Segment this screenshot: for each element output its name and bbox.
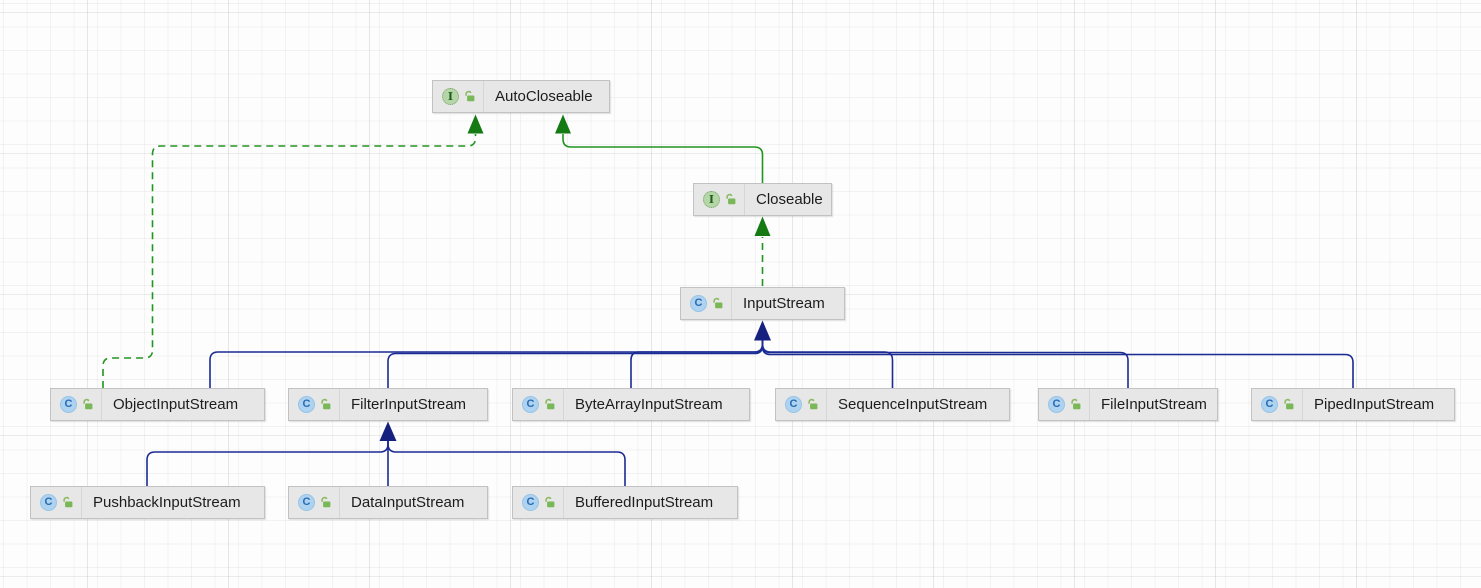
diagram-node-datainputstream[interactable]: C DataInputStream <box>288 486 488 519</box>
node-label: SequenceInputStream <box>838 396 988 413</box>
edge-fileinputstream-inputstream <box>761 340 1129 388</box>
node-icons: C <box>289 389 340 420</box>
class-icon: C <box>298 494 315 511</box>
class-icon: C <box>298 396 315 413</box>
class-icon: C <box>1048 396 1065 413</box>
class-icon: C <box>785 396 802 413</box>
node-icons: I <box>694 184 745 215</box>
class-icon: C <box>690 295 707 312</box>
class-icon: C <box>522 396 539 413</box>
edge-pipedinputstream-inputstream <box>761 340 1354 388</box>
edge-closeable-autocloseable <box>562 134 764 183</box>
node-label: ObjectInputStream <box>113 396 239 413</box>
edge-filterinputstream-inputstream <box>387 340 764 388</box>
node-icons: C <box>289 487 340 518</box>
unlocked-padlock-icon <box>319 496 332 509</box>
class-icon: C <box>60 396 77 413</box>
unlocked-padlock-icon <box>711 297 724 310</box>
node-icons: C <box>681 288 732 319</box>
diagram-node-filterinputstream[interactable]: C FilterInputStream <box>288 388 488 421</box>
edge-bufferedinputstream-filterinputstream <box>387 441 626 486</box>
diagram-node-objectinputstream[interactable]: C ObjectInputStream <box>50 388 265 421</box>
diagram-node-autocloseable[interactable]: I AutoCloseable <box>432 80 610 113</box>
diagram-node-sequenceinputstream[interactable]: C SequenceInputStream <box>775 388 1010 421</box>
node-label: ByteArrayInputStream <box>575 396 723 413</box>
arrowhead-filterinputstream <box>379 421 397 441</box>
node-icons: C <box>1039 389 1090 420</box>
node-label: FileInputStream <box>1101 396 1207 413</box>
arrowhead-inputstream <box>754 320 771 341</box>
unlocked-padlock-icon <box>319 398 332 411</box>
class-icon: C <box>1261 396 1278 413</box>
node-icons: I <box>433 81 484 112</box>
node-label: FilterInputStream <box>351 396 467 413</box>
node-label: DataInputStream <box>351 494 465 511</box>
node-label: InputStream <box>743 295 825 312</box>
unlocked-padlock-icon <box>1282 398 1295 411</box>
arrowhead-autocloseable-left <box>467 114 484 134</box>
class-icon: C <box>522 494 539 511</box>
unlocked-padlock-icon <box>543 496 556 509</box>
edge-sequenceinputstream-inputstream <box>761 340 894 388</box>
unlocked-padlock-icon <box>806 398 819 411</box>
diagram-node-bufferedinputstream[interactable]: C BufferedInputStream <box>512 486 738 519</box>
interface-icon: I <box>703 191 720 208</box>
node-label: PipedInputStream <box>1314 396 1435 413</box>
diagram-node-pipedinputstream[interactable]: C PipedInputStream <box>1251 388 1455 421</box>
unlocked-padlock-icon <box>81 398 94 411</box>
edge-bytearrayinputstream-inputstream <box>630 340 764 388</box>
diagram-node-fileinputstream[interactable]: C FileInputStream <box>1038 388 1218 421</box>
diagram-node-pushbackinputstream[interactable]: C PushbackInputStream <box>30 486 265 519</box>
unlocked-padlock-icon <box>463 90 476 103</box>
arrowhead-closeable <box>754 216 771 236</box>
node-icons: C <box>51 389 102 420</box>
node-icons: C <box>513 487 564 518</box>
node-icons: C <box>776 389 827 420</box>
interface-icon: I <box>442 88 459 105</box>
arrowhead-autocloseable-right <box>555 114 571 134</box>
node-label: Closeable <box>756 191 823 208</box>
node-icons: C <box>1252 389 1303 420</box>
unlocked-padlock-icon <box>1069 398 1082 411</box>
node-label: AutoCloseable <box>495 88 593 105</box>
diagram-node-inputstream[interactable]: C InputStream <box>680 287 845 320</box>
diagram-node-bytearrayinputstream[interactable]: C ByteArrayInputStream <box>512 388 750 421</box>
edge-objectinputstream-autocloseable <box>102 134 477 388</box>
unlocked-padlock-icon <box>61 496 74 509</box>
node-icons: C <box>513 389 564 420</box>
edge-pushbackinputstream-filterinputstream <box>146 441 389 486</box>
node-icons: C <box>31 487 82 518</box>
node-label: PushbackInputStream <box>93 494 241 511</box>
unlocked-padlock-icon <box>543 398 556 411</box>
node-label: BufferedInputStream <box>575 494 714 511</box>
edge-objectinputstream-inputstream <box>209 340 764 388</box>
class-icon: C <box>40 494 57 511</box>
unlocked-padlock-icon <box>724 193 737 206</box>
diagram-node-closeable[interactable]: I Closeable <box>693 183 832 216</box>
